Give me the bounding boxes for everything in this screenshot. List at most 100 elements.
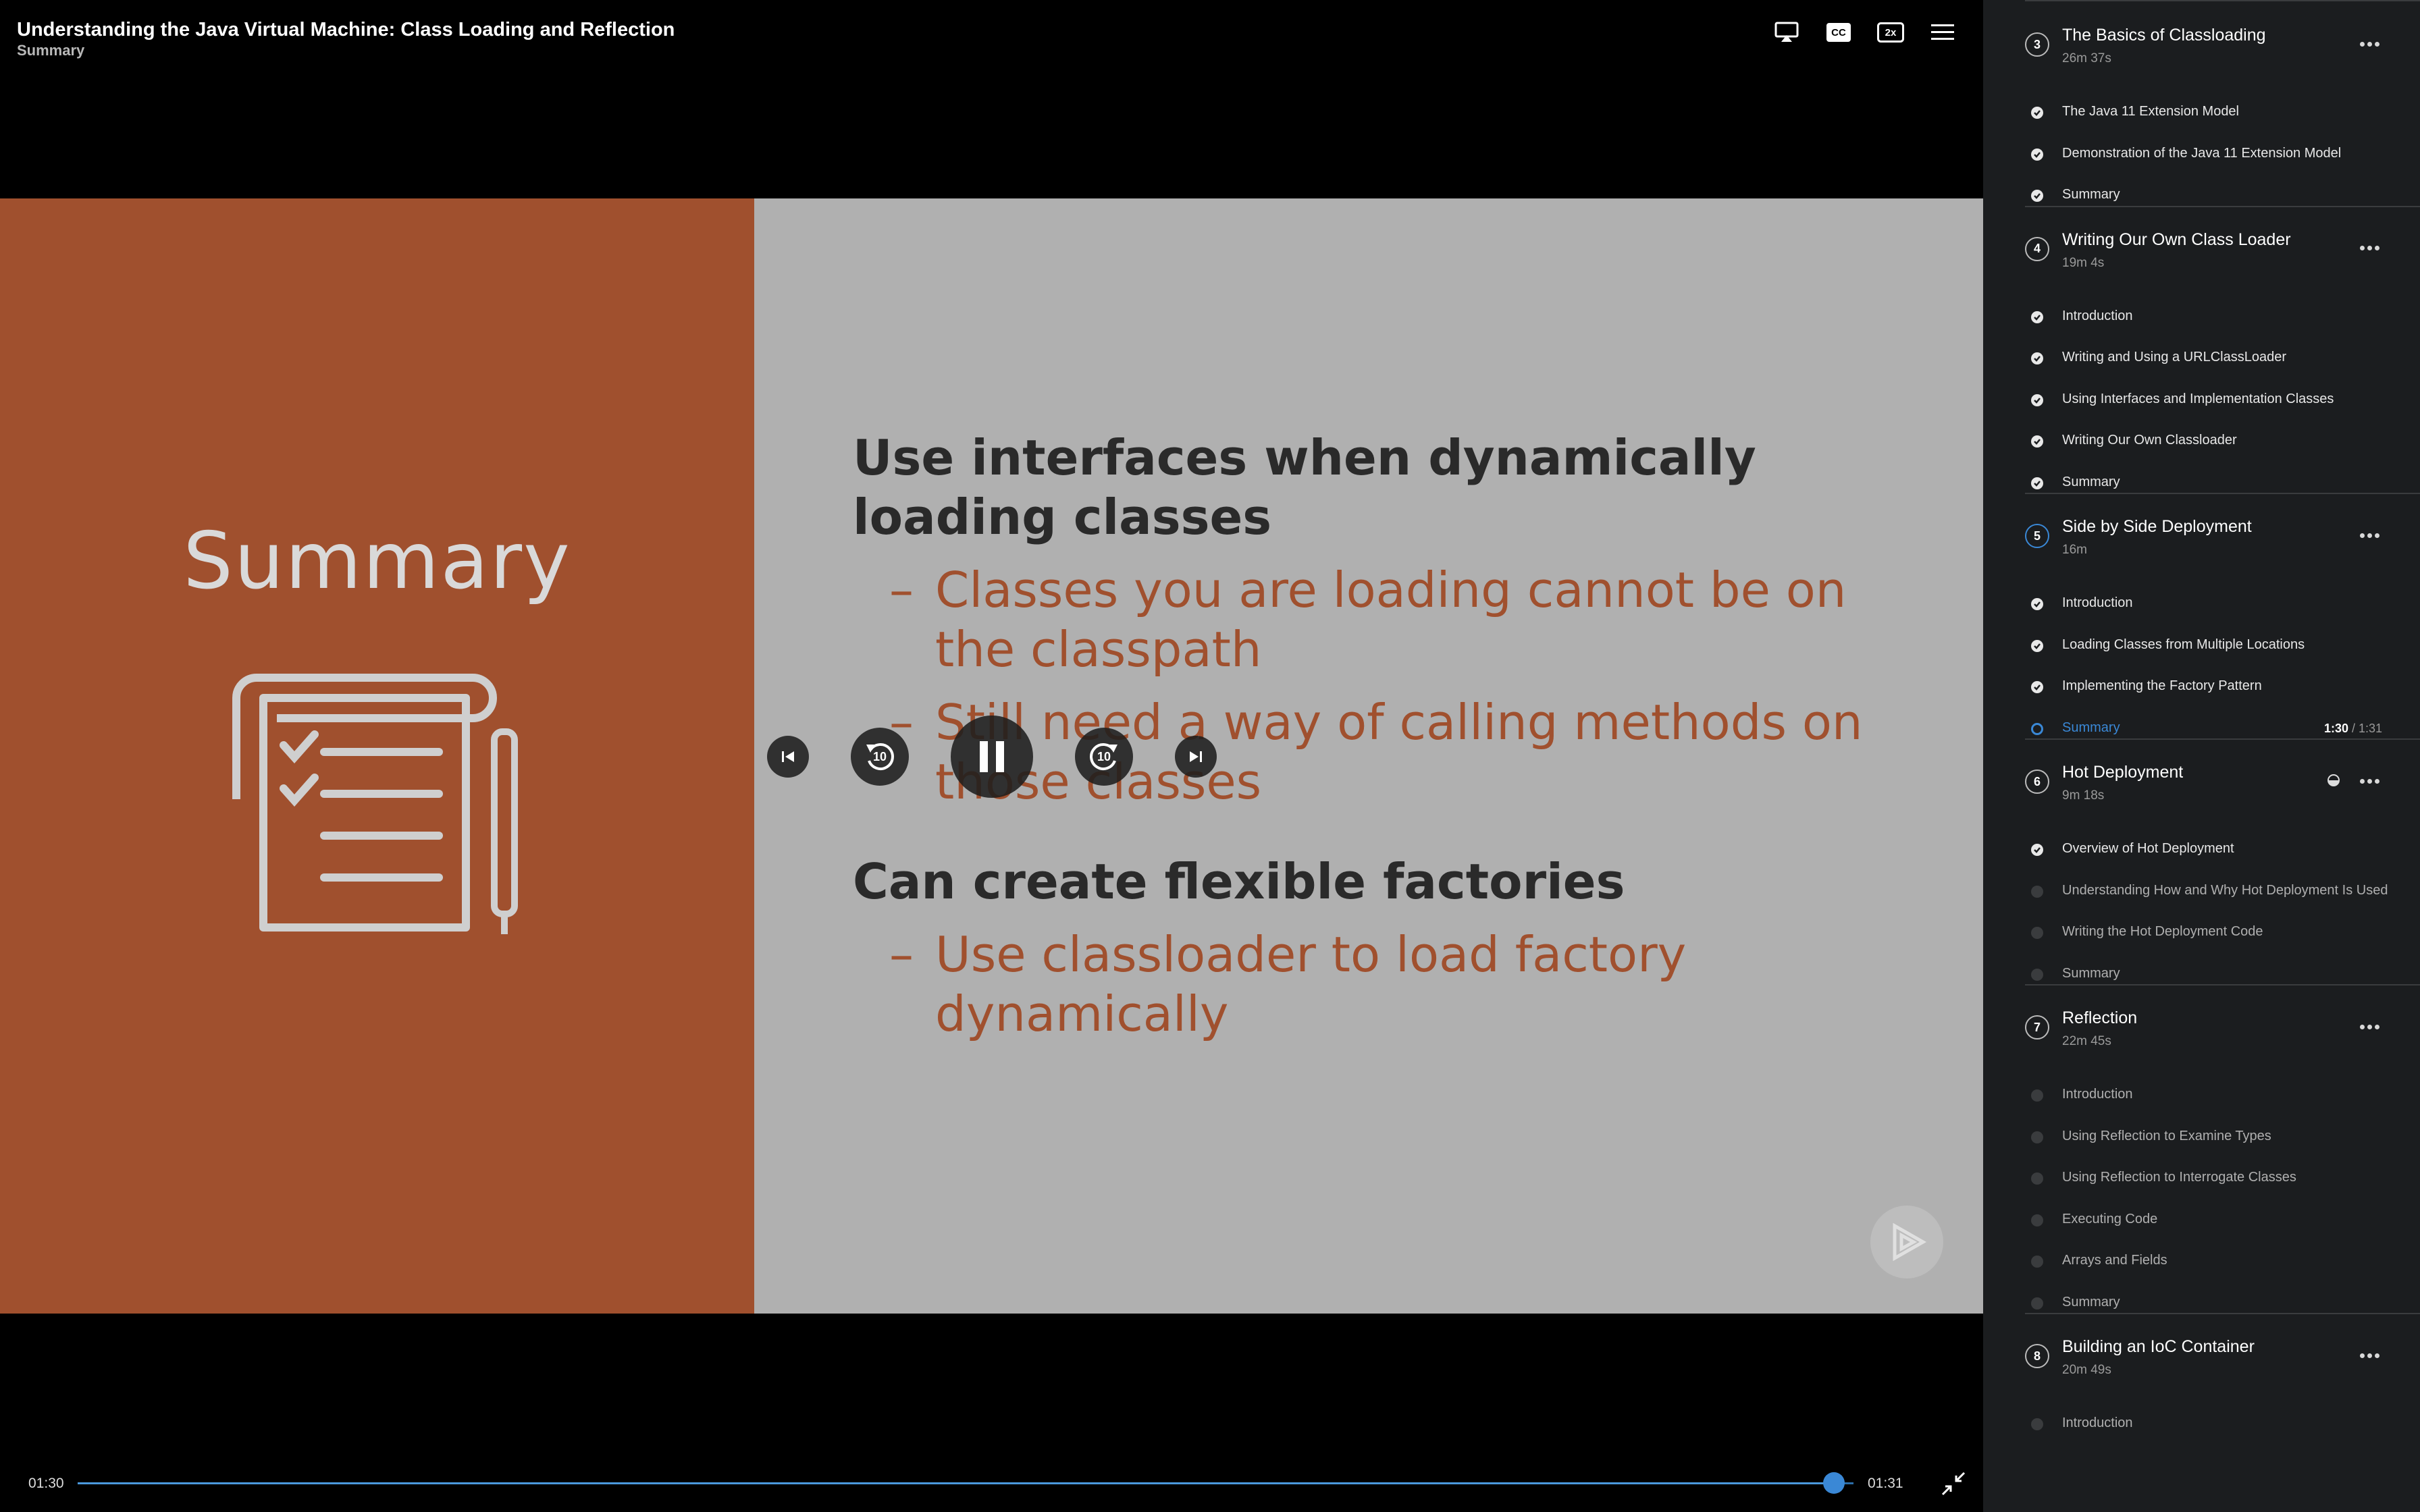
more-options-icon[interactable] (2357, 771, 2382, 791)
clip-item[interactable]: Introduction (1983, 590, 2420, 617)
clip-label: Demonstration of the Java 11 Extension M… (2062, 145, 2342, 161)
module-title: Writing Our Own Class Loader (2062, 230, 2291, 249)
check-icon (2031, 310, 2043, 323)
clip-label: Writing and Using a URLClassLoader (2062, 350, 2287, 364)
unwatched-icon (2031, 885, 2043, 898)
course-title: Understanding the Java Virtual Machine: … (17, 19, 675, 40)
exit-fullscreen-icon[interactable] (1941, 1472, 1966, 1496)
module-number: 6 (2025, 770, 2049, 794)
more-options-icon[interactable] (2357, 34, 2382, 54)
slide-left-panel: Summary (0, 198, 754, 1314)
module-header[interactable]: 5 Side by Side Deployment 16m (1983, 516, 2420, 576)
divider (2025, 984, 2420, 986)
clip-label: The Java 11 Extension Model (2062, 104, 2240, 119)
next-clip-button[interactable] (1175, 736, 1217, 778)
clip-item[interactable]: The Java 11 Extension Model (1983, 99, 2420, 126)
check-icon (2031, 681, 2043, 693)
divider (2025, 738, 2420, 740)
module-duration: 19m 4s (2062, 255, 2105, 270)
clip-item[interactable]: Using Reflection to Interrogate Classes (1983, 1164, 2420, 1191)
clip-label: Loading Classes from Multiple Locations (2062, 637, 2305, 652)
clip-item[interactable]: Arrays and Fields (1983, 1247, 2420, 1274)
clip-item[interactable]: Understanding How and Why Hot Deployment… (1983, 878, 2420, 905)
bullet-1-sub-1: – Classes you are loading cannot be on t… (889, 560, 1906, 679)
check-icon (2031, 477, 2043, 489)
more-options-icon[interactable] (2357, 1017, 2382, 1037)
clip-item[interactable]: Writing the Hot Deployment Code (1983, 919, 2420, 946)
clip-label: Overview of Hot Deployment (2062, 841, 2234, 856)
pause-button[interactable] (951, 716, 1033, 798)
forward-10-button[interactable]: 10 (1075, 728, 1133, 786)
top-controls: CC 2x (1773, 19, 1956, 46)
previous-clip-button[interactable] (767, 736, 809, 778)
slide: Summary (0, 198, 1983, 1314)
divider (2025, 0, 2420, 1)
module-duration: 16m (2062, 543, 2087, 557)
clip-item[interactable]: Using Interfaces and Implementation Clas… (1983, 386, 2420, 413)
clip-item[interactable]: Writing and Using a URLClassLoader (1983, 344, 2420, 371)
module-title: Side by Side Deployment (2062, 517, 2252, 536)
clip-item[interactable]: Introduction (1983, 1410, 2420, 1437)
dash: – (889, 562, 914, 618)
unwatched-icon (2031, 927, 2043, 939)
module-progress-icon (2326, 773, 2341, 788)
current-clip-icon (2031, 722, 2043, 735)
clip-item[interactable]: Implementing the Factory Pattern (1983, 673, 2420, 700)
clip-item[interactable]: Summary (1983, 961, 2420, 988)
clip-item[interactable]: Summary (1983, 469, 2420, 496)
unwatched-icon (2031, 1089, 2043, 1102)
clip-item[interactable]: Summary (1983, 182, 2420, 209)
playback-speed-button[interactable]: 2x (1877, 19, 1904, 46)
module-number: 5 (2025, 524, 2049, 548)
module-number: 8 (2025, 1344, 2049, 1368)
unwatched-icon (2031, 1172, 2043, 1185)
bullet-1-sub-1-text: Classes you are loading cannot be on the… (935, 562, 1847, 678)
current-clip-title: Summary (17, 42, 85, 59)
menu-icon[interactable] (1929, 19, 1956, 46)
clip-item[interactable]: Using Reflection to Examine Types (1983, 1123, 2420, 1150)
bullet-2: Can create flexible factories (853, 853, 1625, 910)
clip-label: Summary (2062, 1294, 2120, 1310)
slide-heading: Summary (183, 516, 571, 607)
more-options-icon[interactable] (2357, 525, 2382, 545)
module-title: Reflection (2062, 1008, 2138, 1027)
dash: – (889, 926, 914, 983)
airplay-icon[interactable] (1773, 19, 1800, 46)
clip-item[interactable]: Summary (1983, 1289, 2420, 1316)
rewind-label: 10 (872, 749, 887, 763)
module-number: 3 (2025, 32, 2049, 57)
speed-label: 2x (1885, 26, 1897, 38)
clip-label: Summary (2062, 965, 2120, 981)
module-duration: 22m 45s (2062, 1034, 2111, 1048)
check-icon (2031, 598, 2043, 610)
pluralsight-logo (1870, 1206, 1943, 1278)
check-icon (2031, 639, 2043, 652)
rewind-10-button[interactable]: 10 (851, 728, 909, 786)
clip-item[interactable]: Executing Code (1983, 1206, 2420, 1233)
more-options-icon[interactable] (2357, 238, 2382, 259)
video-player[interactable]: Understanding the Java Virtual Machine: … (0, 0, 1983, 1512)
clip-item[interactable]: Overview of Hot Deployment (1983, 836, 2420, 863)
clip-item[interactable]: Introduction (1983, 303, 2420, 330)
progress-thumb[interactable] (1823, 1472, 1845, 1494)
closed-captions-button[interactable]: CC (1825, 19, 1852, 46)
clip-item[interactable]: Loading Classes from Multiple Locations (1983, 632, 2420, 659)
bullet-1-sub-2: – Still need a way of calling methods on… (889, 693, 1906, 811)
progress-bar[interactable] (78, 1472, 1853, 1494)
clip-label: Introduction (2062, 308, 2133, 323)
unwatched-icon (2031, 1297, 2043, 1310)
clip-item[interactable]: Writing Our Own Classloader (1983, 427, 2420, 454)
module-title: The Basics of Classloading (2062, 26, 2266, 45)
clip-label: Summary (2062, 187, 2120, 202)
clip-item[interactable]: Demonstration of the Java 11 Extension M… (1983, 140, 2420, 167)
more-options-icon[interactable] (2357, 1345, 2382, 1366)
cc-label: CC (1831, 27, 1846, 38)
check-icon (2031, 190, 2043, 202)
clip-item[interactable]: Introduction (1983, 1081, 2420, 1108)
